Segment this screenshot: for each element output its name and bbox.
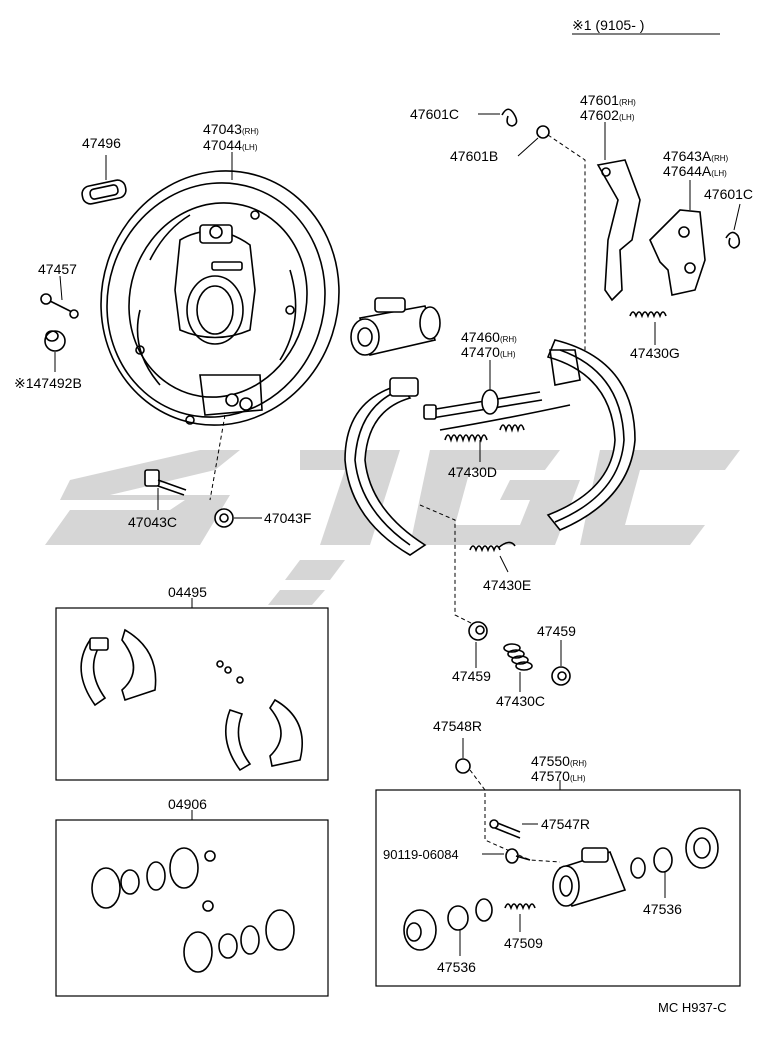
parts-left-drawing <box>403 898 536 951</box>
label-04906: 04906 <box>168 796 207 812</box>
wheel-cylinder-upper-drawing <box>350 297 441 356</box>
leader-47430e <box>499 555 509 573</box>
label-47470: 47470(LH) <box>461 344 516 360</box>
label-47043f: 47043F <box>264 510 311 526</box>
label-47601: 47601(RH) <box>580 92 636 108</box>
cap-47548r-drawing <box>455 758 471 774</box>
label-47548r: 47548R <box>433 718 482 734</box>
brake-shoe-leading-drawing <box>344 377 427 556</box>
label-47644a: 47644A(LH) <box>663 163 727 179</box>
spring-47430e-drawing <box>469 541 516 553</box>
label-47496: 47496 <box>82 135 121 151</box>
label-47602: 47602(LH) <box>580 107 635 123</box>
plug-47496-drawing <box>81 179 127 205</box>
label-47043c: 47043C <box>128 514 177 530</box>
cylinder-kit-drawing <box>91 847 295 973</box>
label-47601b: 47601B <box>450 148 498 164</box>
cup-47459-left-drawing <box>468 621 488 641</box>
label-47459-left: 47459 <box>452 668 491 684</box>
label-47601c-right: 47601C <box>704 186 753 202</box>
strut-47643a-drawing <box>649 209 706 296</box>
nut-47043f-drawing <box>214 508 234 528</box>
label-47509: 47509 <box>504 935 543 951</box>
dash-link-bolt <box>209 414 226 501</box>
label-47536-bottom: 47536 <box>437 959 476 975</box>
bolt-47043c-drawing <box>144 469 187 496</box>
bolt-47457-drawing <box>40 293 79 319</box>
cap-47492b-drawing <box>44 330 66 352</box>
label-90119: 90119-06084 <box>383 847 459 862</box>
label-47492b: ※147492B <box>14 375 82 391</box>
label-47460: 47460(RH) <box>461 329 517 345</box>
spring-47430c-drawing <box>503 643 533 671</box>
dash-link-shoe <box>419 504 476 626</box>
lever-47601-drawing <box>596 159 641 302</box>
cups-right-drawing <box>630 827 719 879</box>
clip-47601c-right-drawing <box>725 231 741 249</box>
effective-date-note: ※1 (9105- ) <box>572 17 644 33</box>
shoe-kit-drawing <box>80 628 304 772</box>
dash-link-lever <box>547 134 586 350</box>
adjuster-47460-drawing <box>423 389 543 420</box>
label-47044: 47044(LH) <box>203 137 258 153</box>
label-47430c: 47430C <box>496 693 545 709</box>
brake-shoe-trailing-drawing <box>546 339 636 531</box>
label-47550: 47550(RH) <box>531 753 587 769</box>
leader-47457 <box>59 275 63 301</box>
washer-47601b-drawing <box>536 125 550 139</box>
label-47043: 47043(RH) <box>203 121 259 137</box>
label-47430d: 47430D <box>448 464 497 480</box>
leader-47601b <box>517 137 539 157</box>
label-47601c-top: 47601C <box>410 106 459 122</box>
label-04495: 04495 <box>168 584 207 600</box>
backing-plate-drawing <box>100 170 340 426</box>
spring-47430g-drawing <box>629 311 667 319</box>
wheel-cylinder-box <box>375 789 741 987</box>
cup-47459-right-drawing <box>551 666 571 686</box>
label-47430e: 47430E <box>483 577 531 593</box>
dash-link-bleeder <box>469 769 561 863</box>
clip-47601c-top-drawing <box>501 108 518 127</box>
bolt-90119-drawing <box>505 848 531 864</box>
label-47547r: 47547R <box>541 816 590 832</box>
label-47643a: 47643A(RH) <box>663 148 729 164</box>
wheel-cylinder-body-drawing <box>552 847 627 907</box>
label-47459-right: 47459 <box>537 623 576 639</box>
label-47430g: 47430G <box>630 345 680 361</box>
leader-47601c-right <box>733 203 741 231</box>
bleeder-47547r-drawing <box>489 819 521 839</box>
diagram-code: MC H937-C <box>658 1000 727 1015</box>
label-47536-right: 47536 <box>643 901 682 917</box>
spring-47430d-drawing <box>439 404 571 443</box>
label-47570: 47570(LH) <box>531 768 586 784</box>
label-47457: 47457 <box>38 261 77 277</box>
